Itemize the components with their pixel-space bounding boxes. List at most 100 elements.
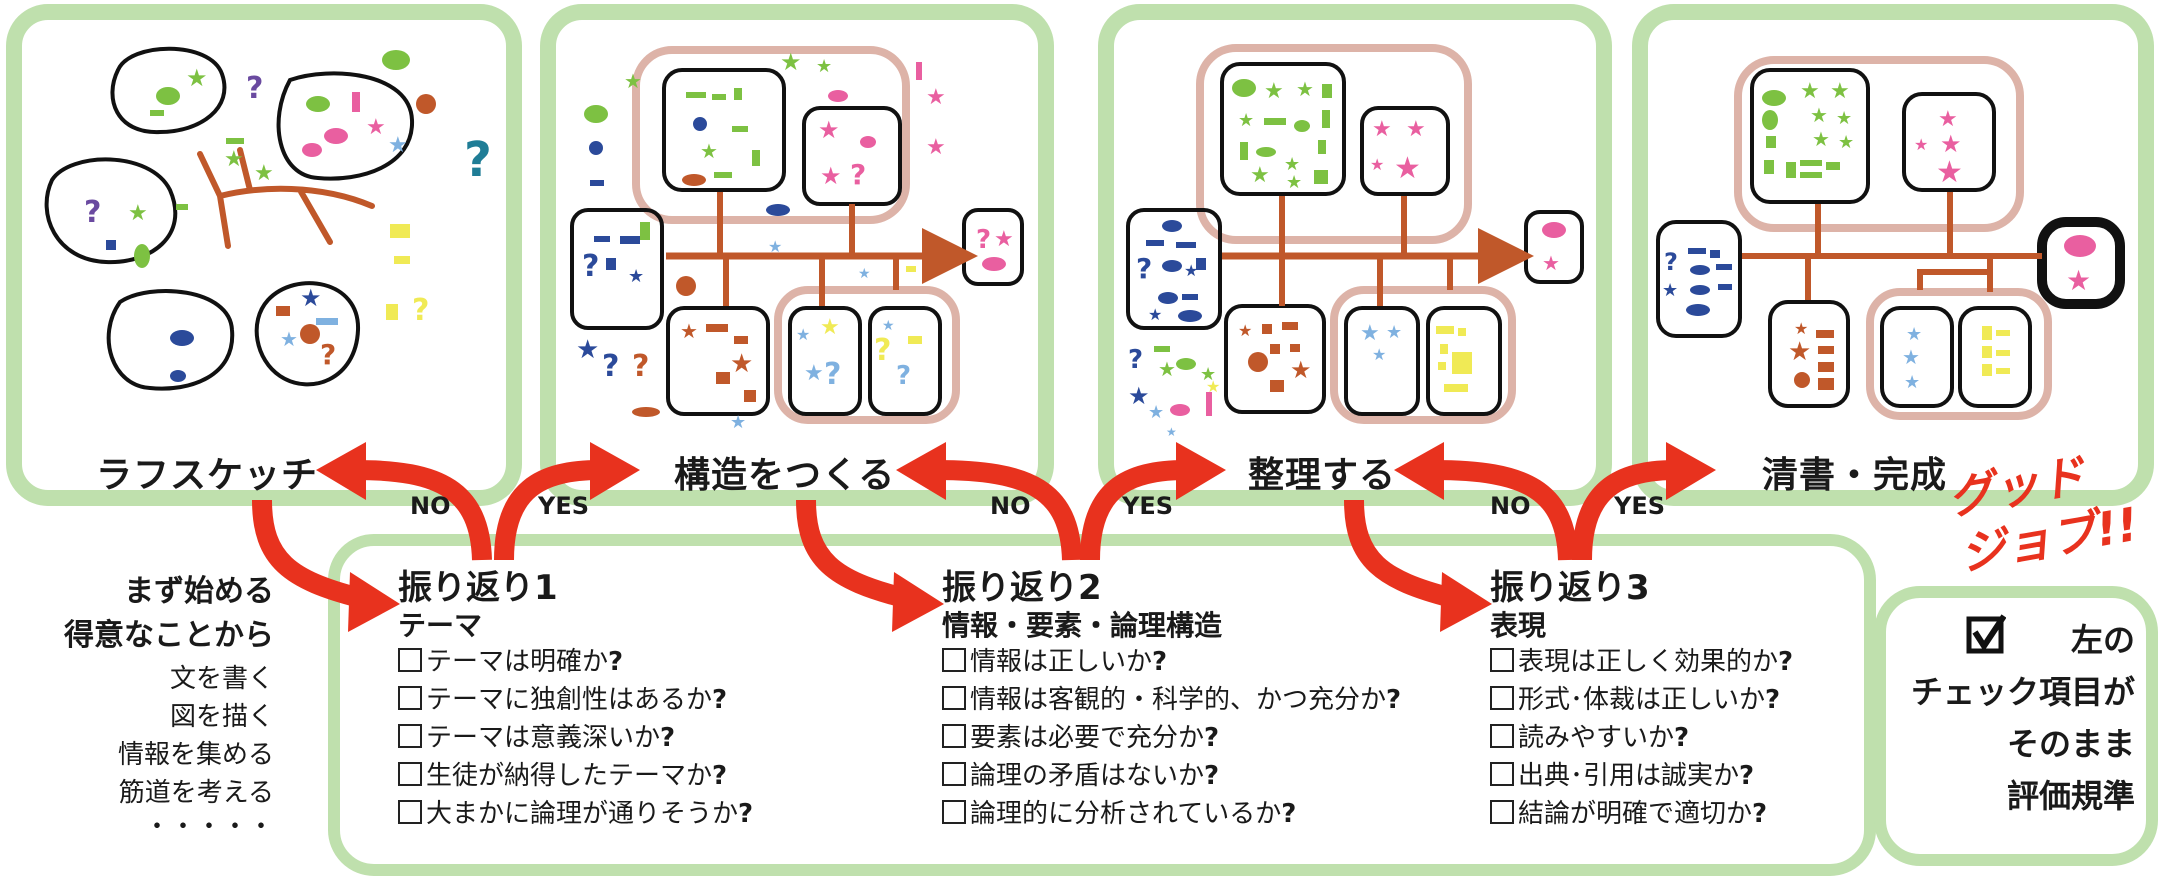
svg-text:★: ★ [1284,154,1300,175]
svg-text:★: ★ [816,56,832,77]
svg-text:?: ? [582,249,599,284]
svg-text:★: ★ [820,315,840,340]
svg-text:★: ★ [780,48,802,76]
checklist-item: 読みやすいか? [1490,720,1689,756]
svg-text:★: ★ [1794,319,1808,338]
svg-text:★: ★ [1238,321,1252,340]
start-item: ・・・・・ [143,812,274,842]
checkbox-icon [1490,800,1514,824]
yes-label-1: YES [538,492,590,520]
svg-text:★: ★ [804,361,824,386]
svg-text:★: ★ [1264,79,1284,104]
checkbox-icon [398,762,422,786]
checkbox-icon [942,724,966,748]
checkbox-icon [1490,724,1514,748]
start-bold-line: まず始める [124,574,274,609]
checkbox-icon [398,800,422,824]
yes-label-2: YES [1122,492,1174,520]
evaluation-frame [1874,586,2158,866]
svg-text:★: ★ [624,69,642,93]
checkbox-icon [1966,614,2006,654]
svg-text:?: ? [84,195,101,230]
no-label-1: NO [410,492,451,520]
stage-panel-rough [6,4,522,506]
checklist-item: テーマに独創性はあるか? [398,682,727,718]
svg-text:★: ★ [1200,364,1216,385]
svg-text:★: ★ [1542,251,1560,275]
flow-arrowheads [316,442,1716,632]
stage-title-organize: 整理する [1248,455,1397,496]
evaluation-line: 左の [2070,621,2135,659]
flow-arrows [252,460,1677,608]
svg-text:★: ★ [882,318,895,334]
stage-title-structure: 構造をつくる [674,455,896,496]
svg-text:?: ? [1136,252,1152,285]
svg-text:★: ★ [680,319,698,343]
svg-text:★: ★ [628,266,644,287]
checklist-item: 情報は正しいか? [942,644,1167,680]
svg-text:★: ★ [1810,103,1828,127]
review-subtitle: 表現 [1490,609,1547,642]
no-label-2: NO [990,492,1031,520]
svg-text:★: ★ [366,115,386,140]
svg-text:★: ★ [576,335,599,365]
start-guidance: まず始める 得意なことから 文を書く 図を描く 情報を集める 筋道を考える ・・… [20,566,274,842]
review-subtitle: 情報・要素・論理構造 [942,609,1223,642]
svg-text:★: ★ [926,85,946,110]
svg-text:?: ? [824,357,841,392]
svg-text:★: ★ [1290,356,1312,384]
yes-label-3: YES [1614,492,1666,520]
svg-text:★: ★ [186,64,208,92]
svg-text:★: ★ [1394,151,1421,186]
start-item: 文を書く [169,664,274,694]
stage-title-final: 清書・完成 [1762,455,1948,496]
svg-text:★: ★ [1128,382,1150,410]
svg-text:★: ★ [1914,135,1928,154]
svg-text:★: ★ [858,266,871,282]
evaluation-line: 評価規準 [2006,777,2135,815]
checklist-item: 論理の矛盾はないか? [942,758,1219,794]
no-label-3: NO [1490,492,1531,520]
checkbox-icon [398,648,422,672]
checklist-item: 要素は必要で充分か? [942,720,1219,756]
svg-text:★: ★ [926,135,946,160]
svg-text:★: ★ [1148,402,1164,423]
checklist-item: テーマは意義深いか? [398,720,675,756]
checklist-item: 結論が明確で適切か? [1490,796,1767,832]
svg-text:★: ★ [1372,345,1386,364]
svg-text:★: ★ [1372,117,1392,142]
checkbox-icon [942,648,966,672]
svg-text:?: ? [850,158,866,191]
svg-text:★: ★ [388,133,408,158]
svg-text:★: ★ [224,147,244,172]
start-item: 筋道を考える [118,778,274,808]
checkbox-icon [942,800,966,824]
svg-text:★: ★ [730,412,746,433]
review-subtitle: テーマ [398,609,483,642]
svg-text:★: ★ [1938,107,1958,132]
svg-text:★: ★ [254,161,274,186]
checkbox-icon [942,762,966,786]
evaluation-line: チェック項目が [1910,673,2135,711]
svg-text:?: ? [412,293,429,328]
svg-text:★: ★ [2066,264,2091,297]
svg-text:★: ★ [1904,372,1920,393]
svg-text:★: ★ [796,325,810,344]
svg-text:★: ★ [1788,337,1811,367]
svg-text:★: ★ [1838,132,1854,153]
checklist-item: 生徒が納得したテーマか? [398,758,727,794]
checklist-item: 表現は正しく効果的か? [1490,644,1793,680]
svg-text:★: ★ [1386,322,1402,343]
svg-text:?: ? [896,361,911,391]
svg-text:★: ★ [1836,108,1852,129]
svg-text:?: ? [1128,345,1143,375]
checkbox-icon [398,686,422,710]
checklist-item: 出典･引用は誠実か? [1490,758,1754,794]
svg-text:★: ★ [820,162,842,190]
review-frame [328,534,1876,876]
checkbox-icon [942,686,966,710]
svg-text:★: ★ [1662,280,1678,301]
checklist-item: テーマは明確か? [398,644,623,680]
svg-text:★: ★ [128,201,148,226]
svg-text:★: ★ [1158,357,1176,381]
